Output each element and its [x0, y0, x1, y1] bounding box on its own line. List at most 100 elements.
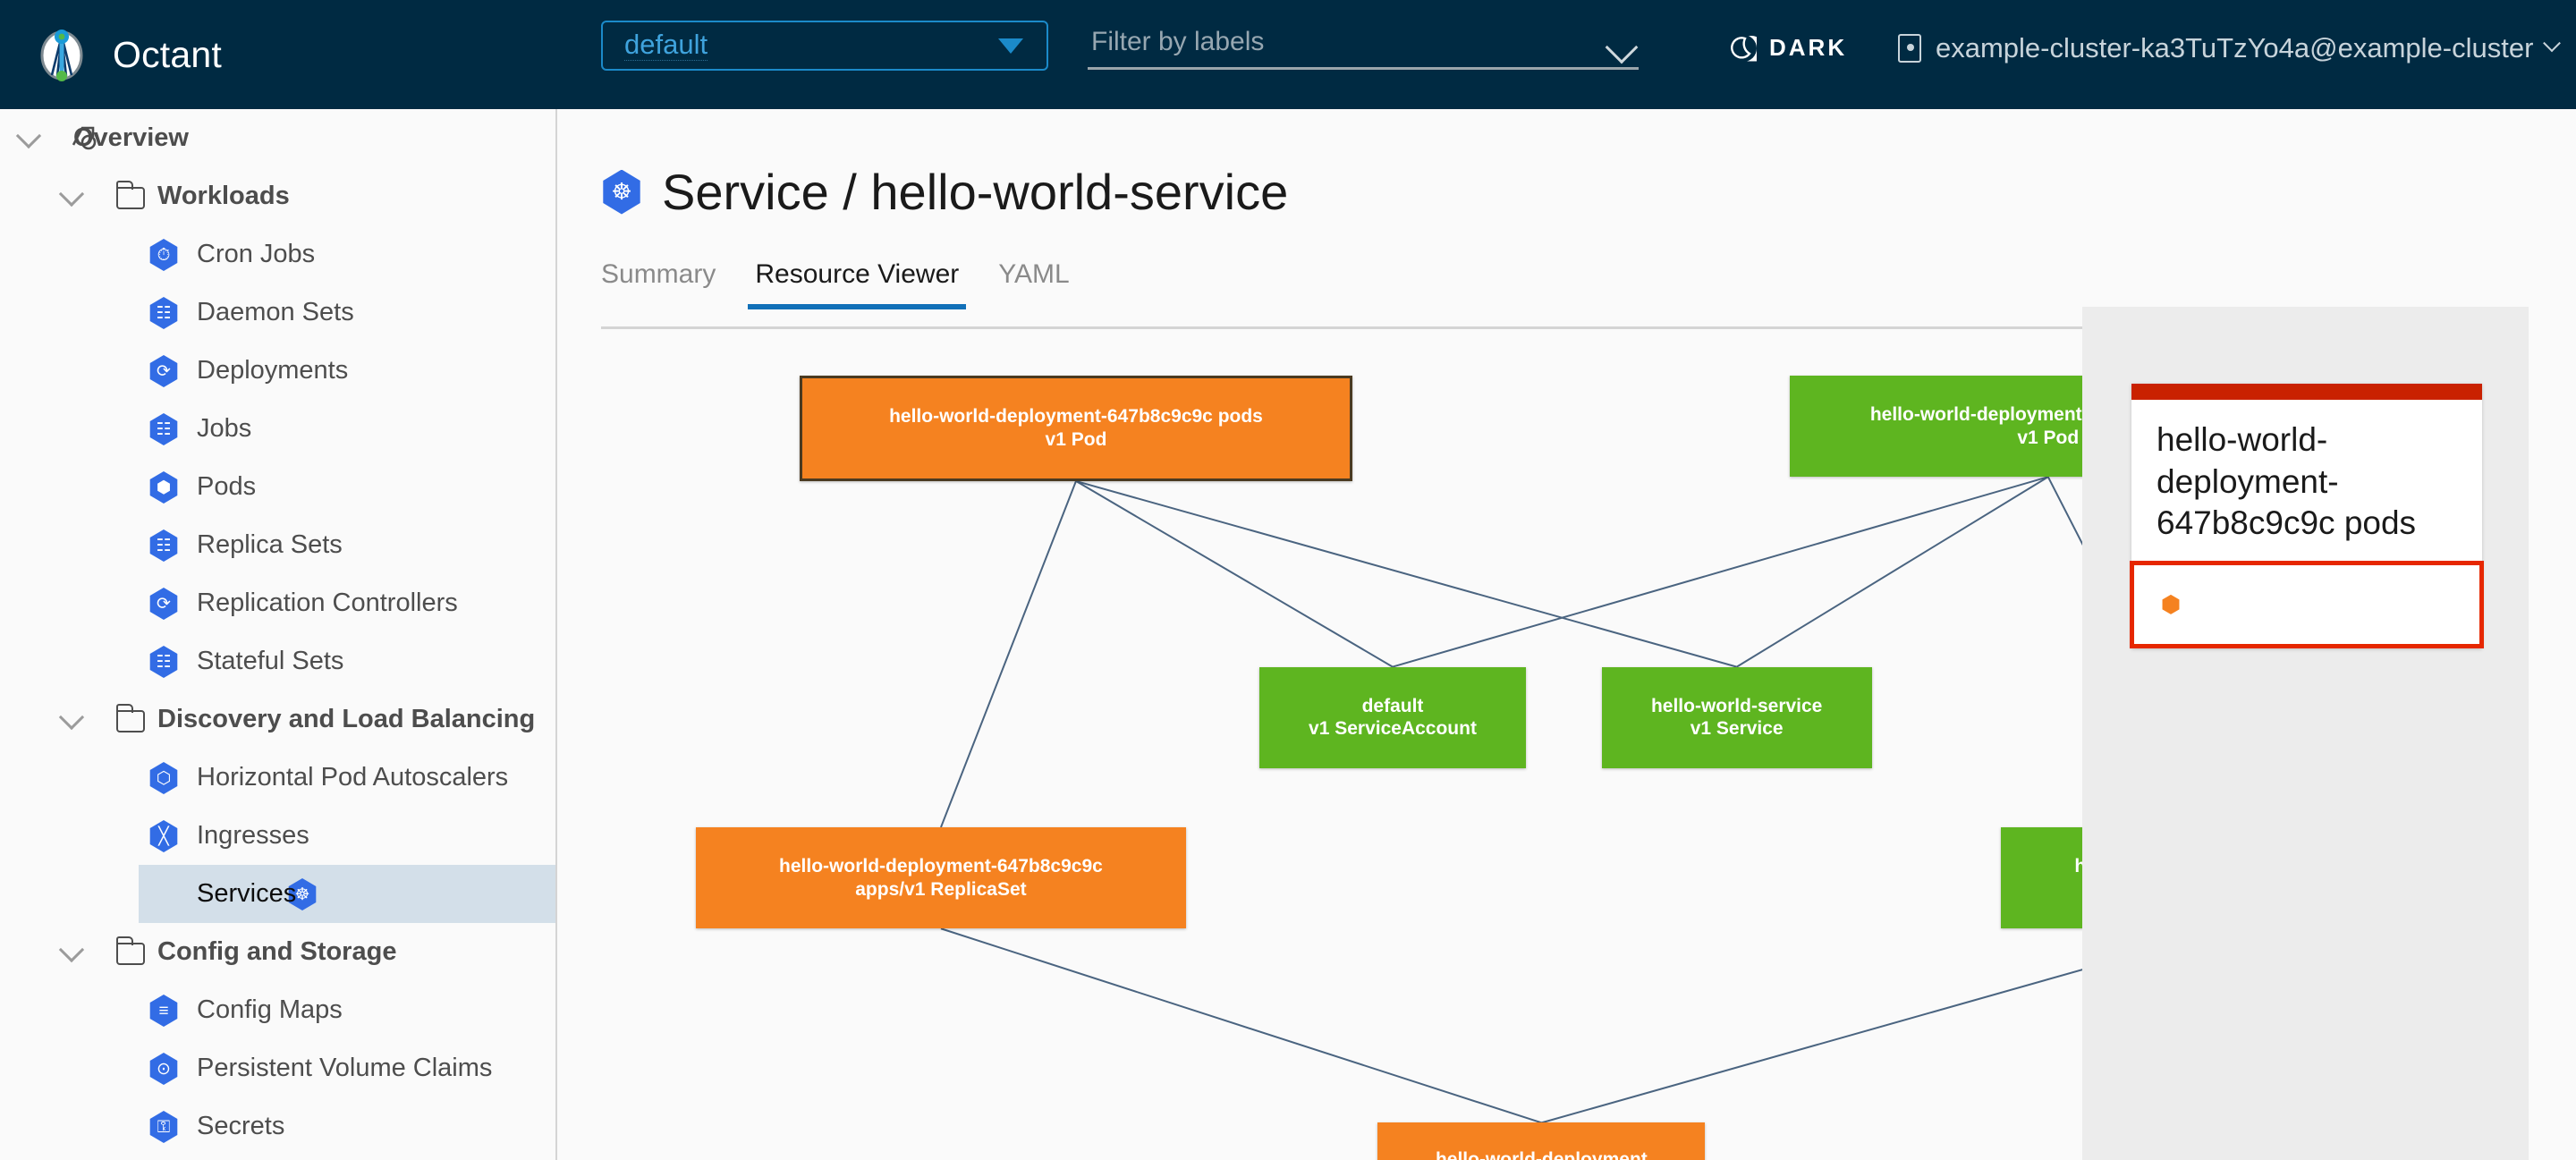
sidebar-item-overview[interactable]: Overview — [0, 109, 555, 167]
graph-node[interactable]: hello-world-deploymentapps/v1 Deployment — [1377, 1122, 1706, 1160]
cluster-selector[interactable]: example-cluster-ka3TuTzYo4a@example-clus… — [1898, 32, 2562, 64]
sidebar-item-label: Daemon Sets — [197, 298, 354, 326]
chevron-down-icon[interactable] — [58, 936, 85, 963]
folder-icon — [115, 704, 145, 732]
k8s-job-icon: ☷ — [149, 413, 178, 445]
sidebar-item-stateful-sets[interactable]: ☷ Stateful Sets — [0, 632, 555, 690]
graph-node-name: default — [1361, 695, 1424, 716]
k8s-pod-icon: ⬢ — [149, 471, 178, 504]
theme-toggle-label: DARK — [1769, 34, 1848, 61]
k8s-statefulset-icon: ☷ — [149, 646, 178, 678]
sidebar-item-label: Stateful Sets — [197, 647, 344, 675]
label-filter-placeholder: Filter by labels — [1091, 27, 1265, 56]
graph-node-name: hello-world-deployment-647b8c9c9c pods — [889, 406, 1263, 428]
pod-status-dot-icon[interactable] — [2162, 594, 2180, 614]
k8s-rc-icon: ⟳ — [149, 588, 178, 620]
tab-divider — [601, 326, 2517, 329]
namespace-selector[interactable]: default — [601, 21, 1048, 71]
graph-node-name: hello-world-service — [1650, 695, 1823, 716]
input-underline — [1088, 67, 1639, 70]
folder-icon — [115, 936, 145, 965]
sidebar-item-label: Pods — [197, 472, 257, 501]
k8s-hpa-icon: ⬡ — [149, 762, 178, 794]
sidebar-item-pods[interactable]: ⬢ Pods — [0, 458, 555, 516]
label-filter-input[interactable]: Filter by labels — [1088, 27, 1639, 70]
k8s-configmap-icon: ≡ — [149, 995, 178, 1027]
sidebar-item-ingresses[interactable]: ╳ Ingresses — [0, 807, 555, 865]
graph-edge — [1736, 476, 2049, 668]
graph-edge — [940, 480, 1077, 828]
page-title-text: Service / hello-world-service — [662, 164, 1289, 220]
sidebar-item-daemon-sets[interactable]: ☷ Daemon Sets — [0, 284, 555, 342]
sidebar-item-persistent-volume-claims[interactable]: ⊙ Persistent Volume Claims — [0, 1039, 555, 1097]
sidebar-item-config-and-storage[interactable]: Config and Storage — [0, 923, 555, 981]
tab-summary[interactable]: Summary — [601, 259, 716, 289]
sidebar-item-label: Ingresses — [197, 821, 309, 850]
graph-node-name: hello-world-deployment — [1435, 1149, 1648, 1160]
cluster-icon — [1898, 34, 1921, 63]
sidebar-item-label: Jobs — [197, 414, 252, 443]
sidebar-item-label: Replication Controllers — [197, 588, 458, 617]
graph-edge — [1392, 476, 2049, 668]
chevron-down-icon[interactable] — [58, 704, 85, 731]
card-status-row[interactable] — [2130, 560, 2484, 648]
sidebar-item-horizontal-pod-autoscalers[interactable]: ⬡ Horizontal Pod Autoscalers — [0, 749, 555, 807]
tab-yaml[interactable]: YAML — [998, 259, 1070, 289]
caret-down-icon — [998, 38, 1023, 54]
card-accent-bar — [2131, 384, 2482, 400]
sidebar-item-deployments[interactable]: ⟳Deployments — [0, 342, 555, 400]
sidebar-item-label: Config Maps — [197, 995, 343, 1024]
sidebar-item-replication-controllers[interactable]: ⟳ Replication Controllers — [0, 574, 555, 632]
card-title: hello-world-deployment-647b8c9c9c pods — [2157, 421, 2417, 542]
graph-edge — [940, 927, 1542, 1124]
sidebar-item-jobs[interactable]: ☷ Jobs — [0, 400, 555, 458]
namespace-value: default — [624, 29, 708, 61]
k8s-secret-icon: ⚿ — [149, 1111, 178, 1143]
chevron-down-icon[interactable] — [15, 123, 42, 149]
k8s-replicaset-icon: ☷ — [149, 529, 178, 562]
sidebar-item-label: Overview — [73, 123, 189, 152]
sidebar-item-workloads[interactable]: Workloads — [0, 167, 555, 225]
k8s-ingress-icon: ╳ — [149, 820, 178, 852]
sidebar-item-cron-jobs[interactable]: ⏱ Cron Jobs — [0, 225, 555, 284]
sidebar-item-label: Replica Sets — [197, 530, 343, 559]
theme-toggle[interactable]: DARK — [1730, 34, 1847, 62]
graph-node-name: hello-world-deployment-647b8c9c9c — [779, 855, 1103, 876]
folder-icon — [115, 181, 145, 209]
sidebar-item-label: Horizontal Pod Autoscalers — [197, 763, 509, 792]
sidebar-item-label: Workloads — [157, 182, 290, 210]
chevron-down-icon — [2543, 34, 2562, 53]
sidebar-item-discovery-and-load-balancing[interactable]: Discovery and Load Balancing — [0, 690, 555, 749]
sidebar-item-label: Secrets — [197, 1112, 285, 1140]
moon-icon — [1730, 35, 1757, 62]
graph-node-kind: v1 Pod — [1045, 428, 1107, 450]
tab-bar[interactable]: Summary Resource Viewer YAML — [601, 259, 1089, 309]
sidebar-item-label: Persistent Volume Claims — [197, 1054, 493, 1082]
tab-resource-viewer[interactable]: Resource Viewer — [735, 259, 979, 309]
graph-edge — [1075, 479, 1737, 668]
sidebar-item-config-maps[interactable]: ≡ Config Maps — [0, 981, 555, 1039]
sidebar-item-replica-sets[interactable]: ☷ Replica Sets — [0, 516, 555, 574]
brand[interactable]: Octant — [34, 27, 222, 82]
sidebar-item-label: Discovery and Load Balancing — [157, 705, 536, 733]
k8s-daemonset-icon: ☷ — [149, 297, 178, 329]
graph-node-kind: v1 Service — [1690, 718, 1784, 740]
sidebar-item-secrets[interactable]: ⚿ Secrets — [0, 1097, 555, 1156]
chevron-down-icon[interactable] — [58, 181, 85, 207]
chevron-down-icon[interactable] — [1605, 30, 1639, 64]
k8s-pvc-icon: ⊙ — [149, 1053, 178, 1085]
page-title: ☸ Service / hello-world-service — [601, 163, 1288, 221]
sidebar-item-label: Config and Storage — [157, 937, 397, 966]
overview-icon — [70, 125, 100, 159]
k8s-cronjob-icon: ⏱ — [149, 239, 178, 271]
octant-logo-icon — [34, 27, 89, 82]
sidebar-item-label: Cron Jobs — [197, 240, 316, 268]
node-detail-card[interactable]: hello-world-deployment-647b8c9c9c pods — [2130, 384, 2484, 648]
sidebar-item-services[interactable]: ☸Services — [139, 865, 555, 923]
k8s-deployment-icon: ⟳ — [149, 355, 178, 387]
